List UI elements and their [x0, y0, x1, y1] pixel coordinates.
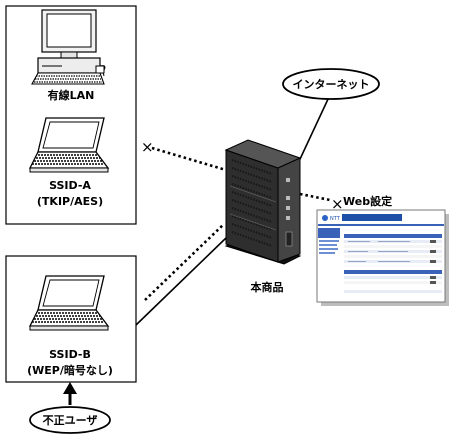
- desktop-pc-icon: [31, 9, 106, 85]
- label-unauthorized-user: 不正ユーザ: [43, 414, 98, 427]
- blocked-connection-web-settings: [299, 192, 331, 202]
- blocked-x-icon: ×: [331, 195, 344, 213]
- label-ssid-b: SSID-B: [49, 348, 91, 361]
- internet-bubble: [282, 68, 380, 100]
- label-ssid-a-encryption: (TKIP/AES): [37, 195, 103, 208]
- screen-brand: NTT: [330, 216, 341, 222]
- router-icon: [224, 139, 302, 265]
- arrow-up-icon: [63, 382, 77, 405]
- label-ssid-a: SSID-A: [49, 179, 91, 192]
- label-web-settings: Web設定: [343, 194, 392, 208]
- laptop-icon: [28, 275, 110, 331]
- label-ssid-b-encryption: (WEP/暗号なし): [27, 363, 113, 377]
- label-device: 本商品: [251, 280, 284, 294]
- monitor-screen-icon: NTT: [316, 209, 449, 306]
- connection-ssid-b: [135, 237, 227, 326]
- label-internet: インターネット: [293, 78, 370, 91]
- label-wired-lan: 有線LAN: [48, 88, 95, 102]
- unauthorized-user-bubble: [29, 406, 111, 434]
- blocked-x-icon: ×: [141, 138, 154, 156]
- blocked-connection-ssid-a: [151, 146, 227, 172]
- laptop-icon: [28, 117, 110, 173]
- connection-dotted-ssid-b: [144, 223, 225, 301]
